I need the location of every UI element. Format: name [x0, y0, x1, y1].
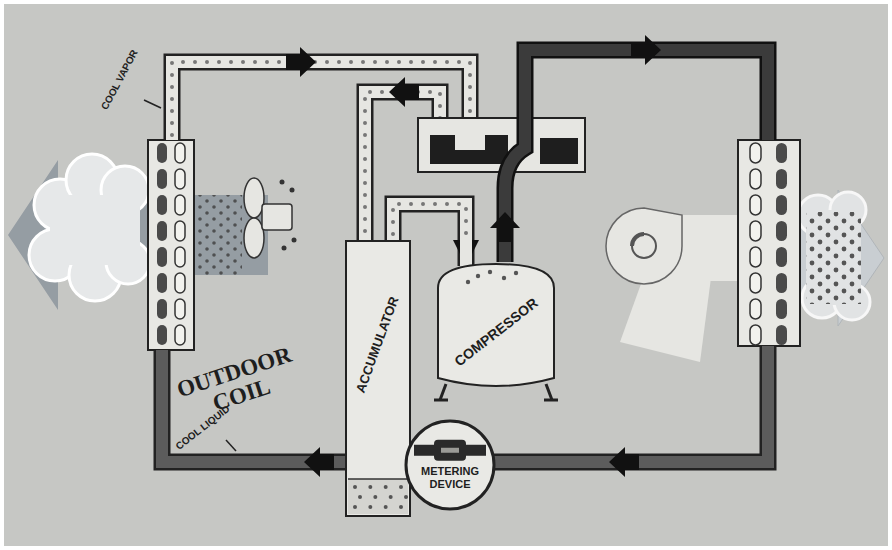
compressor-tank: COMPRESSOR: [432, 262, 560, 402]
air-dots: [194, 195, 242, 275]
blower: [606, 208, 740, 362]
air-cloud: [798, 192, 870, 320]
air-flow-arrow: [795, 190, 884, 326]
air-cloud: [29, 154, 150, 301]
coil-tubes: [738, 140, 800, 346]
air-flow-arrow: [8, 160, 268, 310]
air-dots: [806, 212, 861, 304]
indoor-coil: [738, 140, 800, 346]
coil-tubes: [148, 140, 194, 350]
part-name: METERING DEVICE: [413, 465, 487, 490]
ground: [4, 4, 888, 546]
metering-device-circle-outline: [404, 419, 496, 511]
fan: [244, 178, 297, 258]
flow-arrow: [286, 35, 661, 477]
hot-gas-pipe: [505, 50, 768, 262]
outdoor-coil: [148, 140, 194, 350]
leader-line: [144, 100, 161, 108]
metering-device-circle: METERING DEVICE: [404, 419, 496, 511]
accumulator-tank-outline: [345, 240, 411, 517]
accumulator-tank: ACCUMULATOR: [345, 240, 411, 517]
vapor-dots: [393, 204, 466, 240]
leader-line: [226, 440, 236, 451]
